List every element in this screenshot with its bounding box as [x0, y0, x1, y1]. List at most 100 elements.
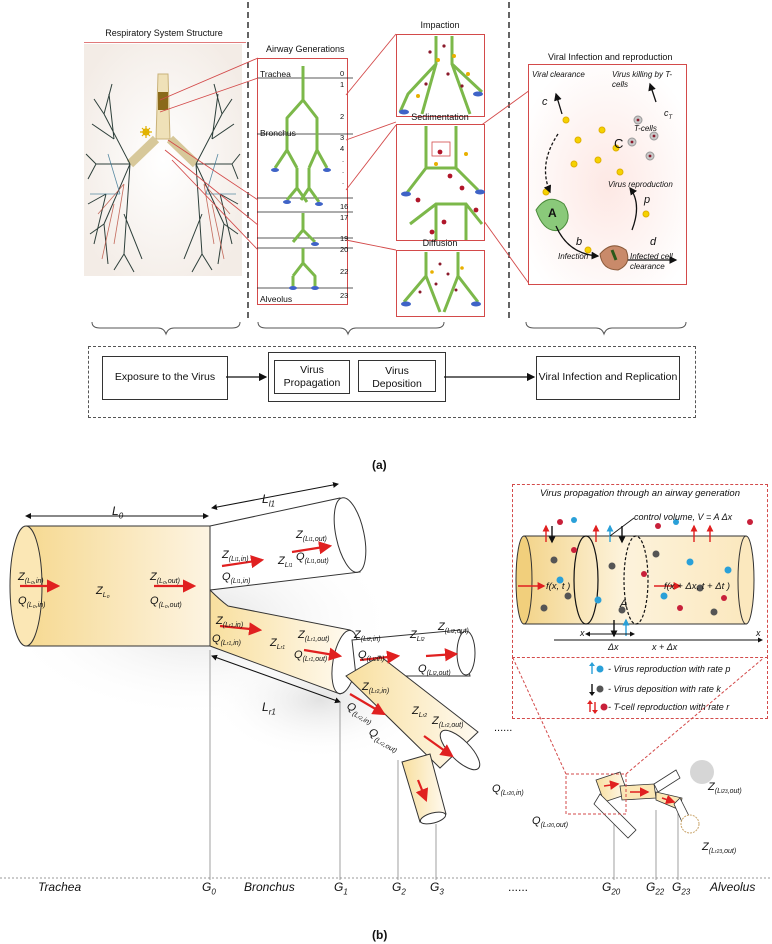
diffusion-title: Diffusion	[422, 238, 458, 248]
gen-num: 4	[340, 144, 345, 153]
compartment-c-label: C	[614, 136, 624, 151]
virus-reproduction-label: Virus reproduction	[608, 180, 673, 189]
gen-num: 19	[340, 234, 349, 243]
gen-num: 17	[340, 213, 349, 222]
area-label: A	[620, 598, 628, 610]
generations-title: Airway Generations	[266, 44, 345, 54]
svg-text:Q(Lr2,out): Q(Lr2,out)	[366, 726, 402, 755]
structure-title: Respiratory System Structure	[105, 28, 223, 38]
flow-container	[88, 346, 696, 418]
tcells-label: T-cells	[634, 124, 657, 133]
axis-g1: G1	[334, 880, 348, 897]
panel-a-separators	[247, 2, 510, 320]
axis-bronchus: Bronchus	[244, 880, 295, 894]
dx-label: Δx	[608, 642, 619, 652]
sedimentation-title: Sedimentation	[411, 112, 469, 122]
gen-num: 23	[340, 291, 349, 300]
lung-illustration	[84, 44, 242, 276]
viral-clearance-label: Viral clearance	[532, 70, 585, 79]
diffusion-zoom	[396, 250, 485, 317]
svg-text:ZLr2: ZLr2	[411, 705, 427, 719]
svg-text:Z(Ll23,out): Z(Ll23,out)	[707, 781, 742, 795]
gen-num: 22	[340, 267, 349, 276]
impaction-zoom	[396, 34, 485, 117]
svg-text:Z(L₀,out): Z(L₀,out)	[149, 571, 180, 585]
gen-num: 2	[340, 112, 345, 121]
rate-c-label: c	[542, 96, 548, 108]
length-l0: L0	[112, 504, 124, 521]
legend-tcell-reproduction: - T-cell reproduction with rate r	[608, 702, 730, 712]
airway-model-diagram	[0, 481, 772, 880]
length-ll1: Ll1	[262, 492, 275, 509]
svg-text:Q(Ll1,out): Q(Ll1,out)	[296, 551, 329, 565]
svg-text:Z(Lr1,in): Z(Lr1,in)	[215, 615, 243, 629]
rate-ct-label: cT	[664, 108, 673, 121]
gen-num: .	[342, 155, 345, 164]
rate-d-label: d	[650, 236, 657, 248]
axis-trachea: Trachea	[38, 880, 82, 894]
replication-box: Viral Infection and Replication	[536, 356, 680, 400]
x-axis-label: x	[756, 628, 761, 638]
panel-b-label: (b)	[372, 928, 388, 942]
svg-text:Z(Ll2,in): Z(Ll2,in)	[353, 629, 381, 643]
svg-text:Z(Lr23,out): Z(Lr23,out)	[701, 841, 736, 855]
svg-text:Q(Lr20,in): Q(Lr20,in)	[492, 783, 524, 797]
impedance-flow-labels: Z(L₀,in) Q(L₀,in) ZL₀ Z(L₀,out) Q(L₀,out…	[17, 529, 469, 755]
axis-g3: G3	[430, 880, 444, 897]
svg-text:Q(Ll1,in): Q(Ll1,in)	[222, 571, 250, 585]
infection-title: Viral Infection and reproduction	[548, 52, 673, 62]
gen-num: .	[342, 177, 345, 186]
x-left-label: x	[580, 628, 585, 638]
propagation-box: Virus Propagation	[274, 360, 350, 394]
label-bronchus-a: Bronchus	[260, 128, 296, 138]
legend-markers	[587, 662, 608, 714]
compartment-a-label: A	[548, 206, 557, 220]
deposition-box: Virus Deposition	[358, 360, 436, 392]
flow-arrows	[226, 372, 536, 382]
legend-virus-reproduction: - Virus reproduction with rate p	[608, 664, 731, 674]
svg-text:Q(Ll2in): Q(Ll2in)	[358, 649, 384, 663]
axis-g20: G20	[602, 880, 621, 897]
svg-text:Q(Lr20,out): Q(Lr20,out)	[532, 815, 568, 829]
svg-text:Z(Ll1,out): Z(Ll1,out)	[295, 529, 327, 543]
infection-label: Infection	[558, 252, 589, 261]
legend-virus-deposition: - Virus deposition with rate k	[608, 684, 721, 694]
x-right-label: x + Δx	[652, 642, 678, 652]
panel-a-braces	[91, 321, 687, 336]
infection-diagram	[528, 64, 687, 285]
svg-text:Q(Ll2,out): Q(Ll2,out)	[418, 663, 451, 677]
gen-num: 0	[340, 69, 345, 78]
control-volume-label: control volume, V = A Δx	[634, 512, 733, 522]
panel-a-label: (a)	[372, 458, 387, 472]
svg-text:Z(Lr1,out): Z(Lr1,out)	[297, 629, 329, 643]
axis-alveolus: Alveolus	[710, 880, 756, 894]
rate-b-label: b	[576, 236, 583, 248]
gen-num: 16	[340, 202, 349, 211]
svg-text:Q(Lr1,in): Q(Lr1,in)	[212, 633, 241, 647]
gen-num: 3	[340, 133, 345, 142]
axis-g0: G0	[202, 880, 216, 897]
flux-right-label: f(x + Δx, t + Δt )	[664, 581, 731, 592]
exposure-box: Exposure to the Virus	[102, 356, 228, 400]
legend-box	[512, 656, 768, 719]
label-trachea-a: Trachea	[260, 69, 291, 79]
label-alveolus-a: Alveolus	[260, 294, 293, 304]
airway-generations-diagram	[257, 58, 353, 305]
svg-text:ZL₀: ZL₀	[95, 585, 110, 599]
svg-text:Z(Lr2,in): Z(Lr2,in)	[361, 681, 389, 695]
sedimentation-zoom	[396, 124, 485, 241]
svg-text:Q(Lr1,out): Q(Lr1,out)	[294, 649, 327, 663]
far-generation-labels: Q(Lr20,in) Q(Lr20,out) Z(Ll23,out) Z(Lr2…	[492, 781, 742, 855]
flux-left-label: f(x, t )	[546, 581, 571, 592]
svg-text:ZLr1: ZLr1	[269, 637, 285, 651]
axis-g2: G2	[392, 880, 406, 897]
axis-dots: ......	[508, 880, 529, 894]
control-volume-diagram	[515, 517, 763, 643]
infected-clearance-label: Infected cell clearance	[630, 252, 673, 271]
impaction-title: Impaction	[420, 20, 460, 30]
axis-g22: G22	[646, 880, 665, 897]
gen-num: .	[342, 166, 345, 175]
length-lr1: Lr1	[262, 700, 276, 717]
svg-text:Z(Lr2,out): Z(Lr2,out)	[431, 715, 463, 729]
inset-title: Virus propagation through an airway gene…	[540, 488, 740, 499]
